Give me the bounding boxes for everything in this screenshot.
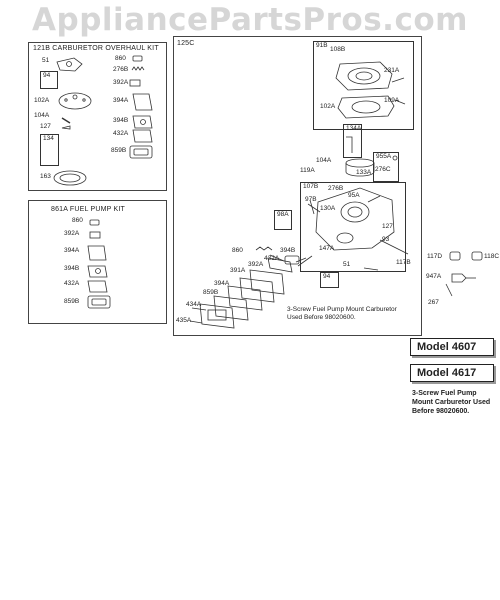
carburetor-overhaul-kit-panel: 121B CARBURETOR OVERHAUL KIT	[28, 42, 167, 191]
part-label: 51	[42, 57, 50, 64]
part-label: 117D	[427, 253, 443, 260]
part-box-label: 134A	[346, 125, 362, 132]
fuel-pump-kit-panel: 861A FUEL PUMP KIT	[28, 200, 167, 324]
watermark: AppliancePartsPros.com	[32, 2, 468, 38]
part-label: 394B	[280, 247, 296, 254]
part-box-label: 955A	[376, 153, 392, 160]
part-box-94: 94	[40, 71, 58, 89]
part-box-label: 94	[323, 273, 331, 280]
part-label: 276C	[375, 166, 391, 173]
part-label: 267	[428, 299, 439, 306]
part-label: 394B	[113, 117, 129, 124]
part-label: 127	[382, 223, 393, 230]
part-label: 432A	[264, 255, 280, 262]
part-label: 394A	[113, 97, 129, 104]
part-label: 860	[72, 217, 83, 224]
part-label: 97B	[305, 196, 317, 203]
part-label: 391A	[230, 267, 246, 274]
part-label: 102A	[34, 97, 50, 104]
part-label: 394A	[214, 280, 230, 287]
part-label: 118C	[484, 253, 500, 260]
part-label: 104A	[316, 157, 332, 164]
part-box-107b: 107B	[300, 182, 406, 272]
part-box-label: 134	[43, 135, 54, 142]
part-box-label: 98A	[277, 211, 289, 218]
panel-title: 121B CARBURETOR OVERHAUL KIT	[33, 45, 159, 52]
part-label: 394A	[64, 247, 80, 254]
part-box-955a: 955A	[373, 152, 399, 182]
part-label: 860	[232, 247, 243, 254]
part-label: 130A	[320, 205, 336, 212]
part-label: 117B	[396, 259, 411, 266]
carburetor-note: 3-Screw Fuel Pump Mount Carburetor Used …	[287, 306, 397, 321]
part-label: 102A	[320, 103, 336, 110]
part-label: 108B	[330, 46, 346, 53]
part-label: 109A	[384, 97, 400, 104]
model-note: 3-Screw Fuel Pump Mount Carburetor Used …	[412, 390, 491, 415]
part-box-94: 94	[320, 272, 339, 288]
part-box-label: 107B	[303, 183, 319, 190]
part-label: 95A	[348, 192, 360, 199]
part-label: 119A	[300, 167, 315, 174]
part-label: 51	[343, 261, 351, 268]
part-box-label: 94	[43, 72, 51, 79]
part-box-label: 91B	[316, 42, 328, 49]
part-label: 104A	[34, 112, 50, 119]
part-label: 133A	[356, 169, 372, 176]
part-label: 276B	[113, 66, 129, 73]
panel-title: 125C	[177, 40, 195, 47]
part-label: 859B	[111, 147, 127, 154]
panel-title: 861A FUEL PUMP KIT	[51, 206, 126, 213]
part-label: 859B	[64, 298, 80, 305]
model-4607-label: Model 4607	[410, 338, 494, 356]
part-label: 860	[115, 55, 126, 62]
part-label: 127	[40, 123, 51, 130]
part-label: 163	[40, 173, 51, 180]
part-box-134a: 134A	[343, 124, 362, 158]
part-label: 947A	[426, 273, 442, 280]
part-label: 435A	[176, 317, 192, 324]
carburetor-assembly-panel: 125C	[173, 36, 422, 336]
part-label: 432A	[113, 130, 129, 137]
part-label: 859B	[203, 289, 219, 296]
part-label: 432A	[64, 280, 80, 287]
part-label: 147A	[319, 245, 335, 252]
part-label: 394B	[64, 265, 80, 272]
part-label: 392A	[64, 230, 80, 237]
part-label: 392A	[113, 79, 129, 86]
part-label: 93	[382, 236, 390, 243]
part-box-134: 134	[40, 134, 59, 166]
model-4617-label: Model 4617	[410, 364, 494, 382]
part-label: 434A	[186, 301, 202, 308]
part-label: 392A	[248, 261, 264, 268]
part-label: 276B	[328, 185, 344, 192]
part-label: 231A	[384, 67, 400, 74]
part-box-91b: 91B	[313, 41, 414, 130]
part-box-98a: 98A	[274, 210, 292, 230]
